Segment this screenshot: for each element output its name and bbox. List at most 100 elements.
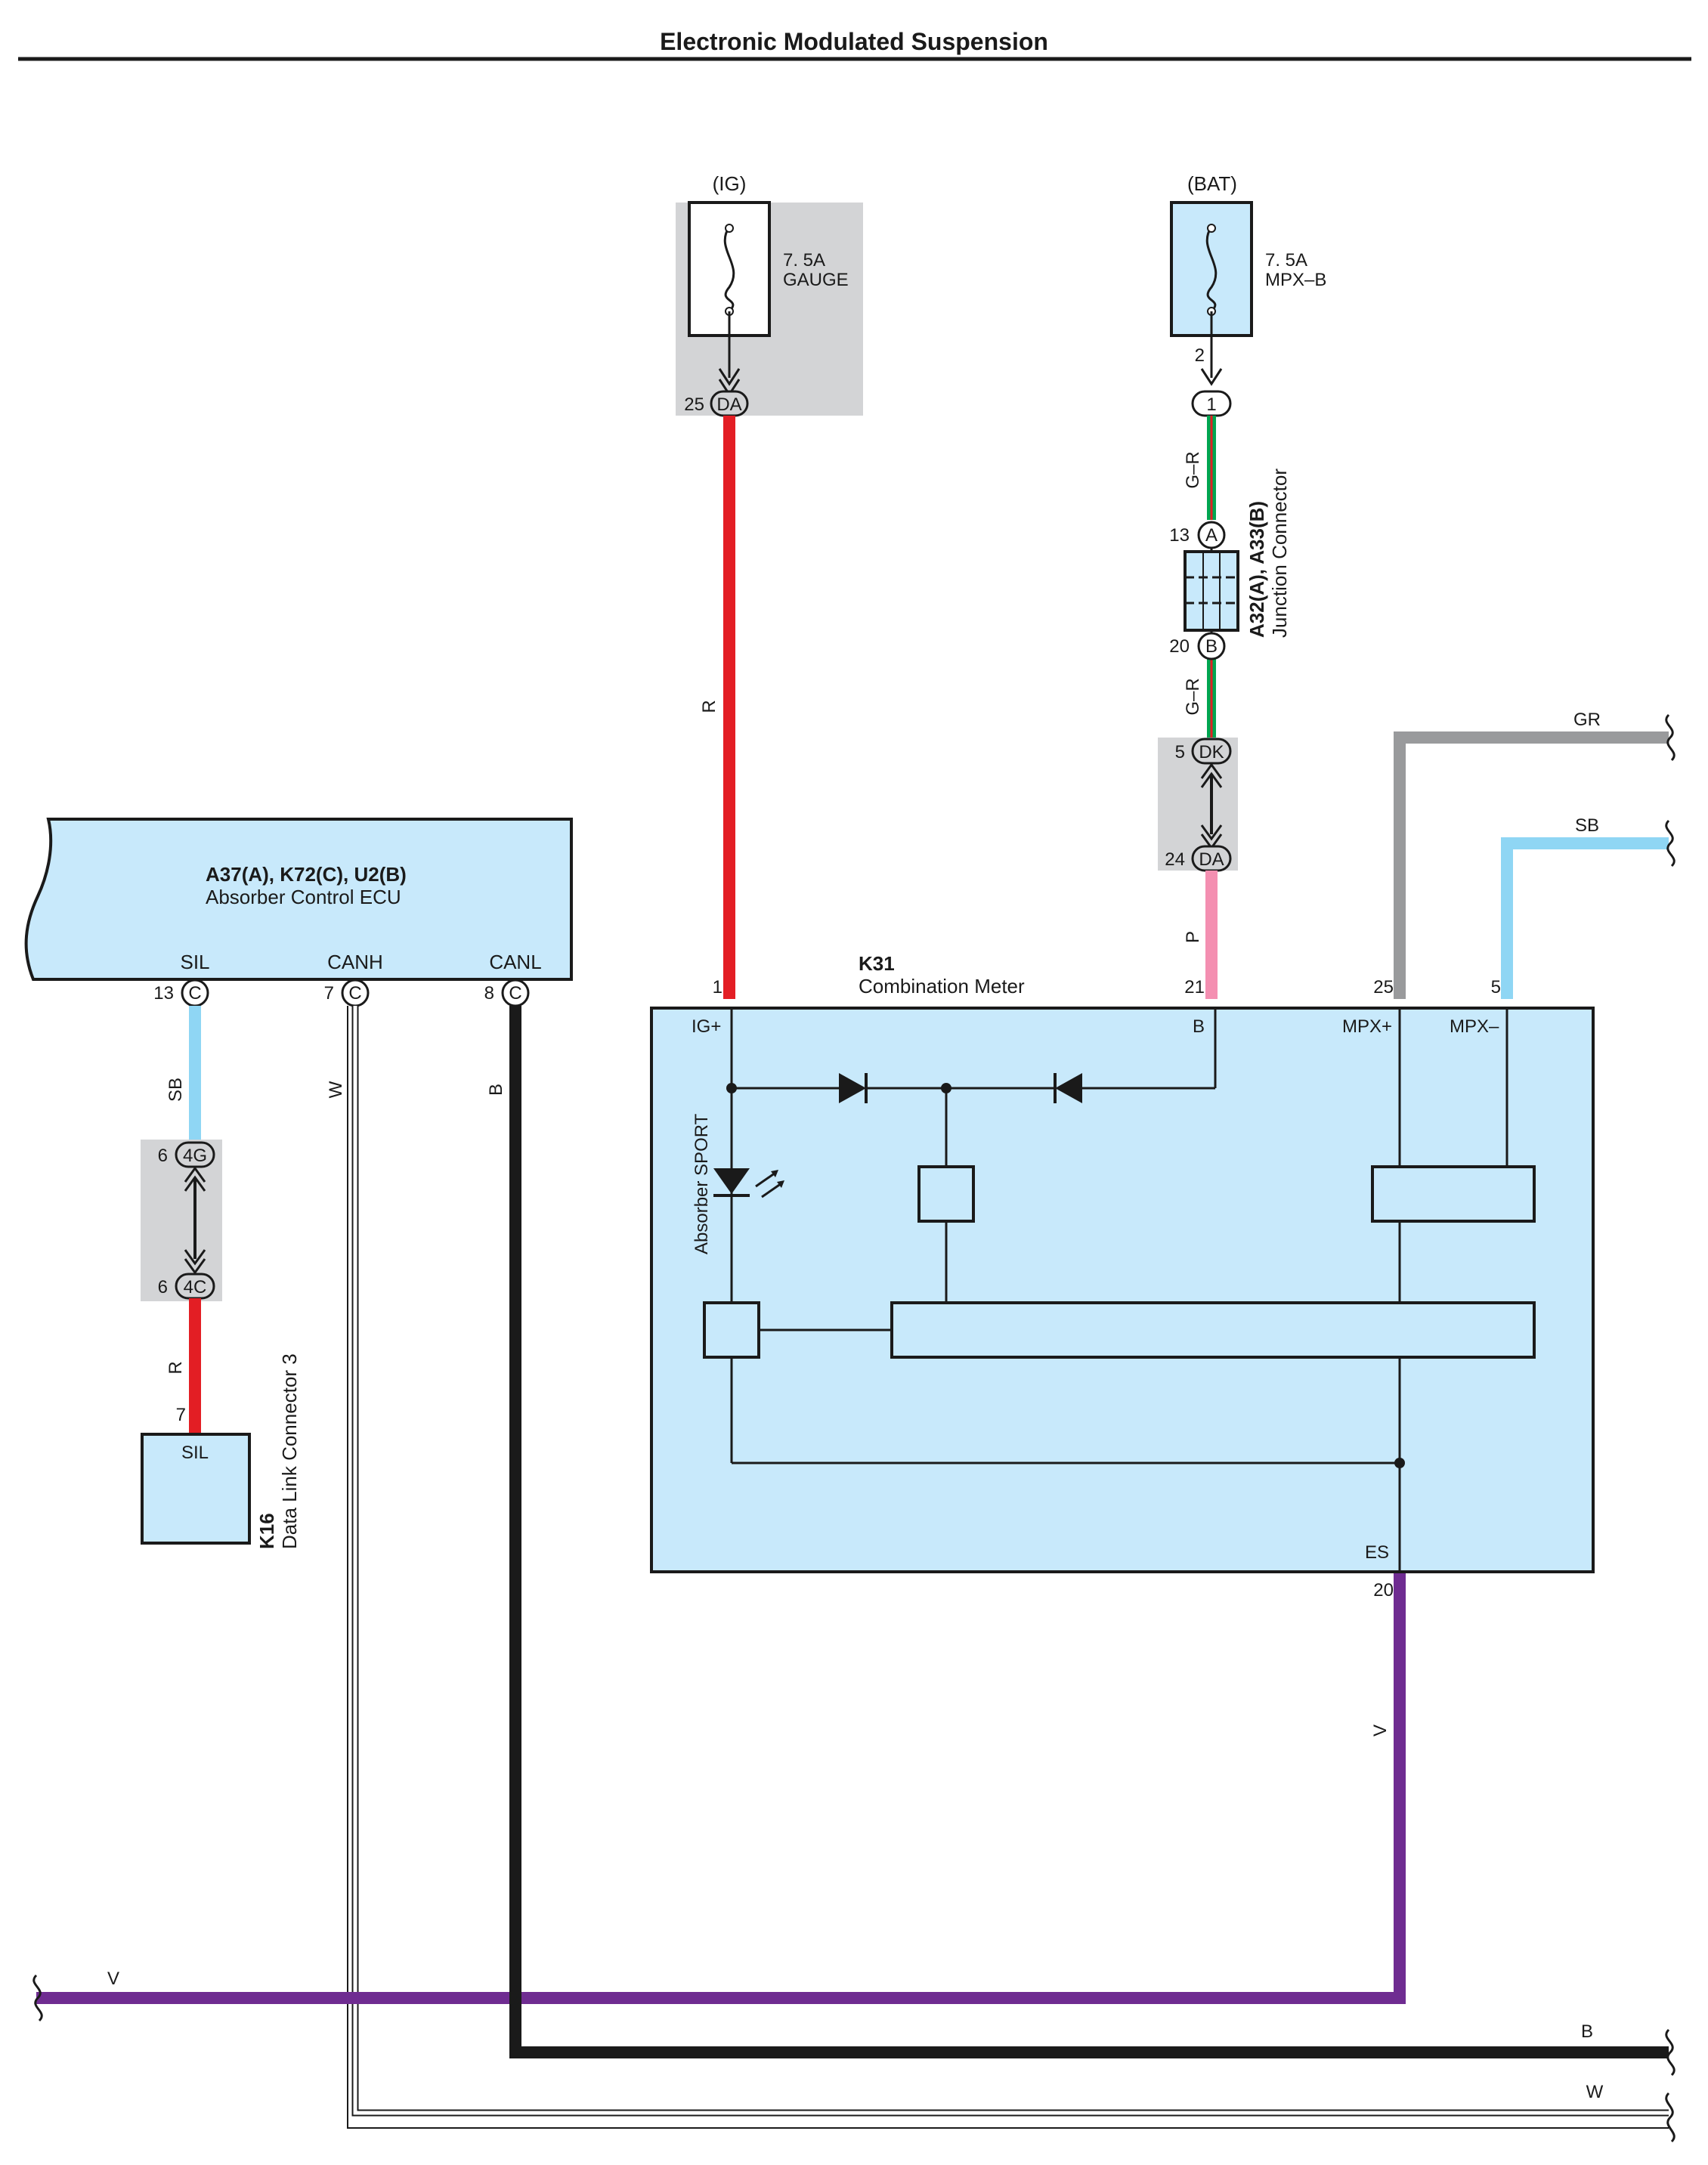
svg-text:C: C <box>348 983 361 1004</box>
junction-pin-a-num: 13 <box>1169 525 1190 546</box>
svg-text:7: 7 <box>324 983 334 1004</box>
svg-text:13: 13 <box>153 983 174 1004</box>
break-mark-v <box>32 1974 43 2022</box>
wire-white <box>353 1006 1669 2115</box>
dlc-id: K16 <box>255 1513 278 1549</box>
fuse-gauge: (IG) 7. 5A GAUGE DA 25 <box>676 172 863 417</box>
wire-label-sb: SB <box>166 1078 186 1102</box>
dlc-body <box>141 1433 251 1545</box>
meter-id: K31 <box>859 952 895 975</box>
meter-body <box>650 1007 1595 1573</box>
wire-label-p: P <box>1183 931 1203 943</box>
break-mark-gr <box>1665 713 1676 762</box>
ecu-pin-sil-label: SIL <box>180 951 209 973</box>
meter-pin-mpx-plus-label: MPX+ <box>1342 1016 1392 1037</box>
fuse-mpx-b-pin: 2 <box>1195 345 1205 366</box>
data-link-connector-3: 7 SIL K16 Data Link Connector 3 <box>141 1353 301 1549</box>
fuse-gauge-name: GAUGE <box>783 270 849 290</box>
meter-pin-es-num: 20 <box>1373 1580 1394 1601</box>
junction-id: A32(A), A33(B) <box>1245 501 1268 638</box>
break-mark-b <box>1665 2028 1676 2077</box>
wire-gray <box>1394 731 1669 999</box>
wire-purple <box>36 1573 1406 2004</box>
junction-pin-b <box>1197 632 1226 660</box>
svg-text:4C: 4C <box>184 1277 207 1297</box>
ecu-pins: C 13 C 7 C 8 <box>153 979 530 1007</box>
wire-white-shield <box>347 1006 1669 2129</box>
break-mark-w <box>1665 2092 1676 2143</box>
svg-text:C: C <box>188 983 201 1004</box>
meter-pin-ig-label: IG+ <box>692 1016 721 1037</box>
svg-text:B: B <box>1205 636 1218 657</box>
fuse-gauge-element <box>723 226 735 313</box>
svg-text:A: A <box>1205 525 1218 546</box>
diode-right <box>1055 1073 1082 1103</box>
connector-4g-4c: 4G 6 4C 6 <box>141 1140 222 1301</box>
wire-label-w-out: W <box>1586 2082 1604 2102</box>
absorber-sport-led <box>713 1168 750 1194</box>
wire-sky-blue-out <box>1501 837 1669 999</box>
fuse-mpx-b: (BAT) 7. 5A MPX–B 2 1 <box>1170 172 1326 417</box>
svg-text:1: 1 <box>1206 394 1216 415</box>
svg-text:DA: DA <box>1199 849 1224 870</box>
svg-text:8: 8 <box>484 983 494 1004</box>
svg-text:DA: DA <box>716 394 741 415</box>
wire-label-sb-out: SB <box>1575 815 1599 836</box>
fuse-gauge-rating: 7. 5A <box>783 250 825 271</box>
dlc-pin-label: SIL <box>181 1443 209 1463</box>
combination-meter: K31 Combination Meter 1 21 25 5 IG+ B MP… <box>650 952 1595 1601</box>
svg-text:4G: 4G <box>183 1146 207 1166</box>
wire-label-gr-out: GR <box>1573 710 1601 730</box>
junction-connector: A 13 B 20 A32(A), A33(B) Junction Connec… <box>1169 469 1291 660</box>
junction-name: Junction Connector <box>1268 469 1291 638</box>
ecu-name: Absorber Control ECU <box>206 886 401 908</box>
ecu-id: A37(A), K72(C), U2(B) <box>206 863 407 886</box>
fuse-mpx-b-name: MPX–B <box>1265 270 1326 290</box>
wire-label-r: R <box>699 700 719 713</box>
svg-text:DK: DK <box>1199 742 1224 762</box>
meter-pin-b-num: 21 <box>1184 977 1205 997</box>
svg-text:C: C <box>509 983 521 1004</box>
ecu-body <box>24 818 573 981</box>
svg-text:6: 6 <box>158 1146 168 1166</box>
meter-circuit-block <box>917 1165 975 1223</box>
connector-dk-da: DK 5 DA 24 <box>1158 738 1238 872</box>
fuse-mpx-b-supply: (BAT) <box>1187 172 1237 195</box>
wire-label-w: W <box>326 1081 346 1098</box>
meter-mpx-block <box>1371 1165 1536 1223</box>
lamp-label: Absorber SPORT <box>692 1113 712 1254</box>
wire-label-v: V <box>1370 1724 1391 1737</box>
meter-name: Combination Meter <box>859 975 1025 997</box>
wire-label-b-out: B <box>1581 2021 1593 2042</box>
wire-black <box>509 1006 1669 2058</box>
fuse-gauge-pin: 25 <box>684 394 704 415</box>
diode-left <box>839 1073 866 1103</box>
diagram-title: Electronic Modulated Suspension <box>660 28 1048 55</box>
wire-label-v-out: V <box>107 1969 119 1989</box>
junction-pin-b-num: 20 <box>1169 636 1190 657</box>
svg-text:5: 5 <box>1175 742 1185 762</box>
junction-body <box>1184 550 1239 632</box>
absorber-control-ecu: A37(A), K72(C), U2(B) Absorber Control E… <box>24 818 573 981</box>
dlc-name: Data Link Connector 3 <box>278 1353 301 1549</box>
meter-pin-b-label: B <box>1193 1016 1205 1037</box>
wire-label-gr-top: G–R <box>1183 451 1203 488</box>
dlc-pin: 7 <box>176 1405 186 1425</box>
meter-cpu-block <box>890 1301 1536 1359</box>
fuse-gauge-supply: (IG) <box>713 172 747 195</box>
meter-pin-mpx-minus-num: 5 <box>1491 977 1501 997</box>
wire-label-r-dlc: R <box>166 1361 186 1374</box>
meter-pin-mpx-plus-num: 25 <box>1373 977 1394 997</box>
meter-pin-ig-num: 1 <box>713 977 722 997</box>
wire-label-b: B <box>486 1084 506 1096</box>
fuse-mpx-b-rating: 7. 5A <box>1265 250 1307 271</box>
wire-label-gr-bottom: G–R <box>1183 678 1203 715</box>
ecu-pin-canl-label: CANL <box>489 951 541 973</box>
meter-pin-mpx-minus-label: MPX– <box>1450 1016 1499 1037</box>
ecu-pin-canh-label: CANH <box>327 951 383 973</box>
svg-text:6: 6 <box>158 1277 168 1297</box>
meter-pin-es-label: ES <box>1365 1542 1389 1563</box>
meter-driver-block <box>703 1301 760 1359</box>
svg-text:24: 24 <box>1165 849 1185 870</box>
